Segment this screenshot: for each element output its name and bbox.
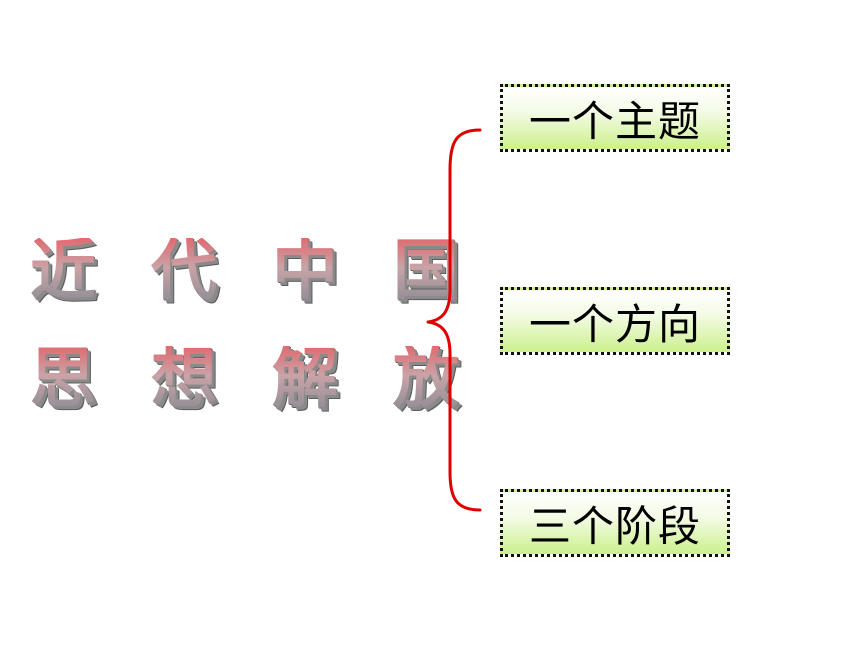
title-line-1: 近 代 中 国 xyxy=(30,232,475,309)
curly-brace-path xyxy=(426,128,482,512)
topic-box-label: 一个方向 xyxy=(528,299,701,349)
topic-box-label: 一个主题 xyxy=(528,96,701,146)
topic-box-direction: 一个方向 xyxy=(500,287,730,355)
topic-box-label: 三个阶段 xyxy=(528,501,701,551)
curly-brace-connector xyxy=(426,128,482,512)
title-line-2: 思 想 解 放 xyxy=(30,340,475,417)
topic-box-main-theme: 一个主题 xyxy=(500,84,730,152)
topic-box-three-stages: 三个阶段 xyxy=(500,489,730,557)
